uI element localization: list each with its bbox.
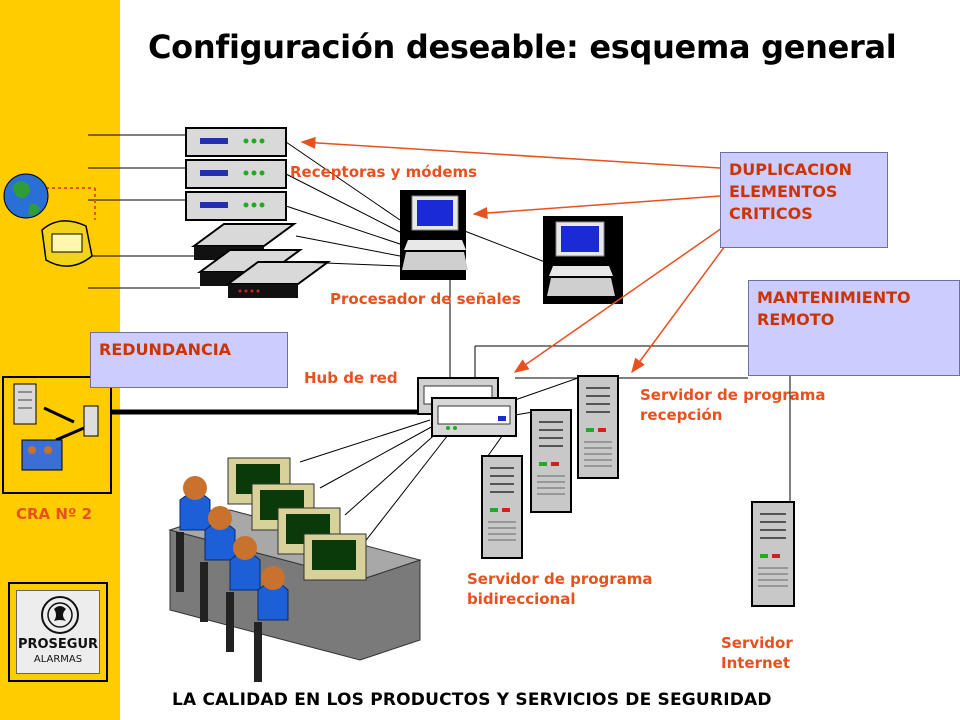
logo-brand: PROSEGUR — [17, 637, 99, 652]
label-servidor-internet-line1: Servidor — [721, 634, 793, 652]
label-hub: Hub de red — [304, 369, 398, 387]
page-title: Configuración deseable: esquema general — [148, 28, 897, 66]
phone-lines — [88, 134, 200, 289]
box-mantenimiento-line1: MANTENIMIENTO — [757, 288, 911, 307]
logo-sub: ALARMAS — [33, 654, 83, 665]
signal-processor-2 — [543, 216, 623, 304]
server-bidirectional — [481, 455, 523, 559]
label-servidor-internet-line2: Internet — [721, 654, 791, 672]
cra-label: CRA Nº 2 — [16, 505, 93, 523]
label-servidor-recepcion-line1: Servidor de programa — [640, 386, 826, 404]
box-redundancia: REDUNDANCIA — [90, 332, 288, 388]
signal-processor-1 — [400, 190, 468, 280]
server-reception — [577, 375, 619, 479]
label-servidor-recepcion-line2: recepción — [640, 406, 723, 424]
box-redundancia-text: REDUNDANCIA — [99, 340, 232, 359]
box-duplicacion-line3: CRITICOS — [729, 204, 813, 223]
box-mantenimiento: MANTENIMIENTO REMOTO — [748, 280, 960, 376]
box-duplicacion: DUPLICACION ELEMENTOS CRITICOS — [720, 152, 888, 248]
globe-phone-icon — [3, 173, 96, 267]
prosegur-logo: PROSEGUR ALARMAS — [8, 582, 108, 682]
label-procesador: Procesador de señales — [330, 290, 521, 308]
label-receptoras: Receptoras y módems — [290, 163, 478, 181]
box-duplicacion-line2: ELEMENTOS — [729, 182, 838, 201]
box-mantenimiento-line2: REMOTO — [757, 310, 835, 329]
label-servidor-bidireccional-line2: bidireccional — [467, 590, 576, 608]
label-servidor-internet: Servidor Internet — [721, 633, 793, 673]
label-servidor-recepcion: Servidor de programa recepción — [640, 385, 826, 425]
label-servidor-bidireccional: Servidor de programa bidireccional — [467, 569, 653, 609]
receivers-rack — [185, 127, 332, 298]
network-hub — [417, 377, 517, 437]
box-duplicacion-line1: DUPLICACION — [729, 160, 852, 179]
server-internet — [751, 501, 795, 607]
cra2-illustration — [2, 376, 112, 494]
operators-workstations — [168, 457, 422, 682]
footer-slogan: LA CALIDAD EN LOS PRODUCTOS Y SERVICIOS … — [172, 690, 772, 710]
label-servidor-bidireccional-line1: Servidor de programa — [467, 570, 653, 588]
server-middle — [530, 409, 572, 513]
